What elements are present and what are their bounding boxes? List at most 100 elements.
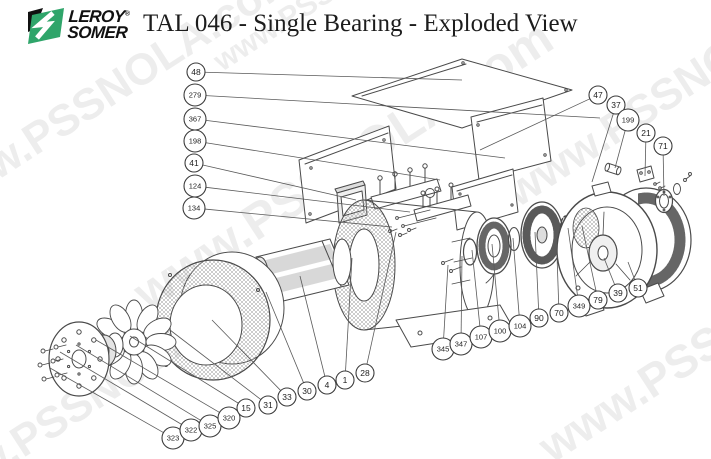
balloon-47: 47 xyxy=(479,85,608,151)
leader-line xyxy=(603,257,616,285)
leroy-somer-logo: LEROY® SOMER xyxy=(26,5,130,45)
leader-line xyxy=(59,351,182,425)
leader-line xyxy=(567,227,578,296)
balloon-circle xyxy=(258,395,278,415)
balloon-347: 347 xyxy=(449,255,473,356)
balloon-39: 39 xyxy=(603,257,628,303)
balloon-134: 134 xyxy=(182,196,393,228)
balloon-number: 349 xyxy=(573,302,586,311)
balloon-circle xyxy=(508,314,532,338)
page-title: TAL 046 - Single Bearing - Exploded View xyxy=(143,10,578,37)
terminal-box-left-panel xyxy=(298,125,397,224)
leader-line xyxy=(366,231,397,365)
balloon-number: 31 xyxy=(263,400,273,410)
leader-line xyxy=(581,225,597,292)
leader-line xyxy=(644,141,647,177)
leader-line xyxy=(299,275,326,377)
leader-line xyxy=(512,237,520,316)
balloon-number: 279 xyxy=(189,91,202,100)
balloon-15: 15 xyxy=(129,335,256,418)
balloon-circle xyxy=(567,294,591,318)
balloon-number: 79 xyxy=(593,295,603,305)
leader-line xyxy=(662,154,665,197)
logo-line2: SOMER xyxy=(66,23,128,42)
balloon-circle xyxy=(355,363,375,383)
balloon-number: 28 xyxy=(360,368,370,378)
balloon-number: 39 xyxy=(613,288,623,298)
balloon-279: 279 xyxy=(183,83,601,119)
balloon-number: 323 xyxy=(167,434,180,443)
balloon-number: 37 xyxy=(611,100,621,110)
leader-line xyxy=(591,113,614,183)
balloon-number: 30 xyxy=(302,386,312,396)
balloon-circle xyxy=(636,123,656,143)
balloon-circle xyxy=(183,83,207,107)
balloon-circle xyxy=(529,308,549,328)
balloon-number: 367 xyxy=(189,115,202,124)
balloon-circle xyxy=(628,278,648,298)
balloon-number: 48 xyxy=(191,67,201,77)
balloon-circle xyxy=(184,153,204,173)
balloon-number: 70 xyxy=(554,308,564,318)
balloon-circle xyxy=(335,370,355,390)
leader-line xyxy=(534,231,539,310)
balloon-number: 90 xyxy=(534,313,544,323)
balloon-number: 4 xyxy=(325,380,330,390)
balloon-number: 320 xyxy=(223,414,236,423)
balloon-number: 134 xyxy=(188,204,201,213)
logo-emblem-icon xyxy=(28,8,64,44)
balloon-33: 33 xyxy=(211,319,297,407)
balloon-198: 198 xyxy=(183,129,441,181)
balloon-349: 349 xyxy=(567,227,591,318)
balloon-30: 30 xyxy=(265,291,317,401)
balloon-21: 21 xyxy=(636,123,656,177)
leader-line xyxy=(95,339,220,413)
balloon-71: 71 xyxy=(653,136,673,197)
leader-line xyxy=(491,243,500,321)
balloon-number: 15 xyxy=(241,403,251,413)
balloon-number: 33 xyxy=(282,392,292,402)
balloon-circle xyxy=(653,136,673,156)
balloon-199: 199 xyxy=(614,108,640,169)
balloon-circle xyxy=(217,406,241,430)
leader-line xyxy=(460,255,463,334)
exciter-hardware xyxy=(441,258,462,273)
balloon-70: 70 xyxy=(549,226,569,323)
balloon-28: 28 xyxy=(355,231,397,383)
leader-line xyxy=(211,319,282,391)
leader-line xyxy=(265,291,304,383)
stator-assembly xyxy=(332,188,516,348)
balloon-number: 345 xyxy=(437,345,450,354)
balloon-circle xyxy=(588,290,608,310)
balloon-4: 4 xyxy=(299,275,337,395)
balloon-number: 124 xyxy=(189,182,202,191)
leader-line xyxy=(205,119,506,159)
leader-line xyxy=(129,335,239,404)
balloon-circle xyxy=(182,196,206,220)
balloon-number: 104 xyxy=(514,322,527,331)
leader-line xyxy=(205,186,411,213)
end-bracket xyxy=(556,181,692,317)
balloon-1: 1 xyxy=(335,257,355,390)
terminal-box-screws xyxy=(388,209,437,237)
terminal-box-right-panel xyxy=(470,97,552,181)
balloon-circle xyxy=(549,303,569,323)
logo-text: LEROY® SOMER xyxy=(66,7,130,42)
balloon-320: 320 xyxy=(95,339,241,430)
balloon-circle xyxy=(186,62,206,82)
balloon-number: 322 xyxy=(185,426,198,435)
leader-line xyxy=(75,344,201,421)
balloon-79: 79 xyxy=(581,225,608,310)
balloon-number: 51 xyxy=(633,283,643,293)
balloon-circle xyxy=(616,108,640,132)
leader-line xyxy=(555,226,560,305)
leader-line xyxy=(614,130,626,169)
leader-line xyxy=(479,98,591,151)
balloon-number: 71 xyxy=(658,141,668,151)
leader-line xyxy=(204,208,393,228)
balloon-number: 100 xyxy=(494,327,507,336)
leader-line xyxy=(204,71,463,81)
coupling-bolts xyxy=(37,344,68,382)
balloon-51: 51 xyxy=(627,261,648,298)
